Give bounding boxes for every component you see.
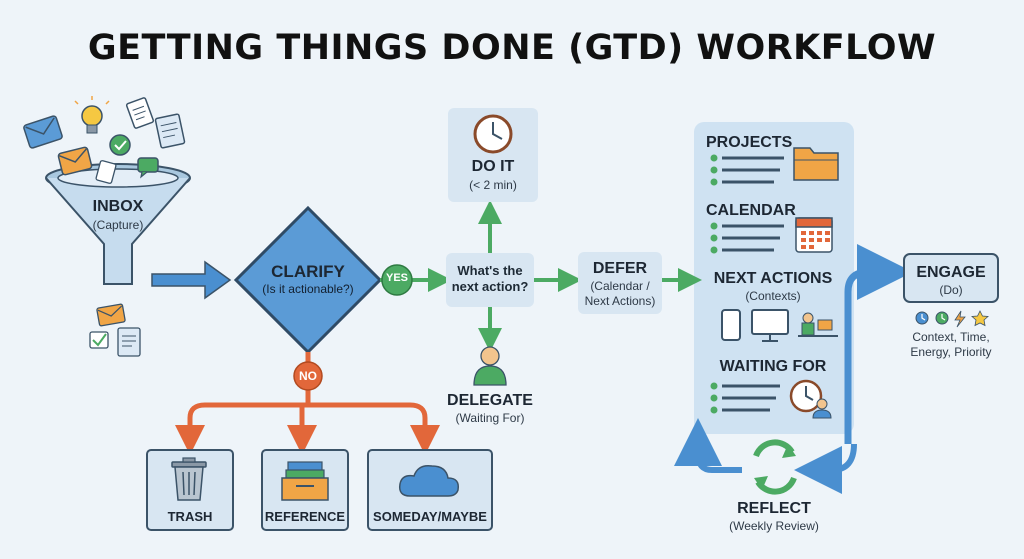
clock-icon — [473, 114, 513, 154]
arrow-lists-to-engage — [844, 244, 913, 444]
waiting-list — [710, 382, 780, 414]
document-icon — [95, 160, 117, 184]
trash-icon — [171, 457, 207, 501]
clock-icon — [935, 311, 949, 325]
arrow-to-reflect — [794, 443, 857, 494]
engage-box — [903, 253, 999, 303]
lightning-icon — [954, 310, 966, 328]
cloud-icon — [398, 464, 460, 497]
cycle-icon — [753, 439, 797, 495]
calendar-icon — [795, 217, 833, 253]
calendar-label: CALENDAR — [706, 202, 796, 219]
delegate-sub: (Waiting For) — [455, 411, 525, 425]
next-action-line2: next action? — [451, 279, 529, 294]
defer-sub-line2: Next Actions) — [584, 294, 656, 308]
phone-icon — [721, 309, 741, 341]
clarify-sub: (Is it actionable?) — [262, 282, 354, 296]
reflect-label: REFLECT — [737, 500, 811, 517]
person-icon — [812, 398, 832, 419]
do-it-box — [448, 108, 538, 202]
chat-icon — [137, 157, 159, 179]
defer-sub-line1: (Calendar / — [590, 279, 650, 293]
no-badge: NO — [299, 369, 317, 383]
do-it-label: DO IT — [471, 158, 515, 175]
email-icon — [96, 303, 126, 327]
folder-icon — [793, 147, 839, 181]
yes-badge: YES — [385, 272, 408, 284]
engage-criteria-line1: Context, Time, — [912, 330, 990, 344]
engage-criteria-line2: Energy, Priority — [910, 345, 992, 359]
inbox-sub: (Capture) — [92, 218, 144, 232]
reflect-sub: (Weekly Review) — [729, 519, 819, 533]
checkmark-icon — [89, 331, 109, 349]
trash-label: TRASH — [167, 509, 213, 524]
delegate-label: DELEGATE — [447, 392, 533, 409]
next-action-line1: What's the — [457, 263, 523, 278]
star-icon — [971, 310, 989, 327]
page-title: GETTING THINGS DONE (GTD) WORKFLOW — [87, 28, 937, 68]
clarify-label: CLARIFY — [271, 262, 345, 281]
next-actions-sub: (Contexts) — [745, 289, 801, 303]
document-icon — [154, 113, 186, 149]
email-icon — [23, 115, 63, 149]
person-icon — [473, 346, 507, 386]
next-action-box — [446, 253, 534, 307]
reference-label: REFERENCE — [264, 509, 346, 524]
arrow-reflect-back — [674, 418, 742, 473]
engage-label: ENGAGE — [916, 264, 986, 281]
defer-label: DEFER — [592, 260, 648, 277]
calendar-list — [710, 222, 784, 254]
clock-icon — [915, 311, 929, 325]
defer-box — [578, 252, 662, 314]
document-icon — [125, 97, 155, 129]
arrow-no — [175, 352, 440, 455]
checkmark-icon — [109, 134, 131, 156]
lightbulb-icon — [74, 96, 110, 134]
monitor-icon — [751, 309, 789, 342]
desk-icon — [798, 312, 838, 337]
projects-label: PROJECTS — [706, 134, 793, 151]
someday-label: SOMEDAY/MAYBE — [373, 509, 487, 524]
arrow-inbox-to-clarify — [151, 260, 232, 300]
email-icon — [57, 146, 93, 176]
waiting-for-label: WAITING FOR — [719, 358, 827, 375]
do-it-sub: (< 2 min) — [469, 178, 517, 192]
engage-sub: (Do) — [939, 283, 963, 297]
arrow-yes — [380, 264, 452, 296]
inbox-label: INBOX — [92, 198, 144, 215]
next-actions-label: NEXT ACTIONS — [713, 270, 833, 287]
clock-icon — [789, 379, 823, 413]
file-tray-icon — [281, 461, 329, 501]
engage-icons — [915, 310, 989, 328]
projects-list — [710, 154, 784, 186]
document-icon — [117, 327, 141, 357]
